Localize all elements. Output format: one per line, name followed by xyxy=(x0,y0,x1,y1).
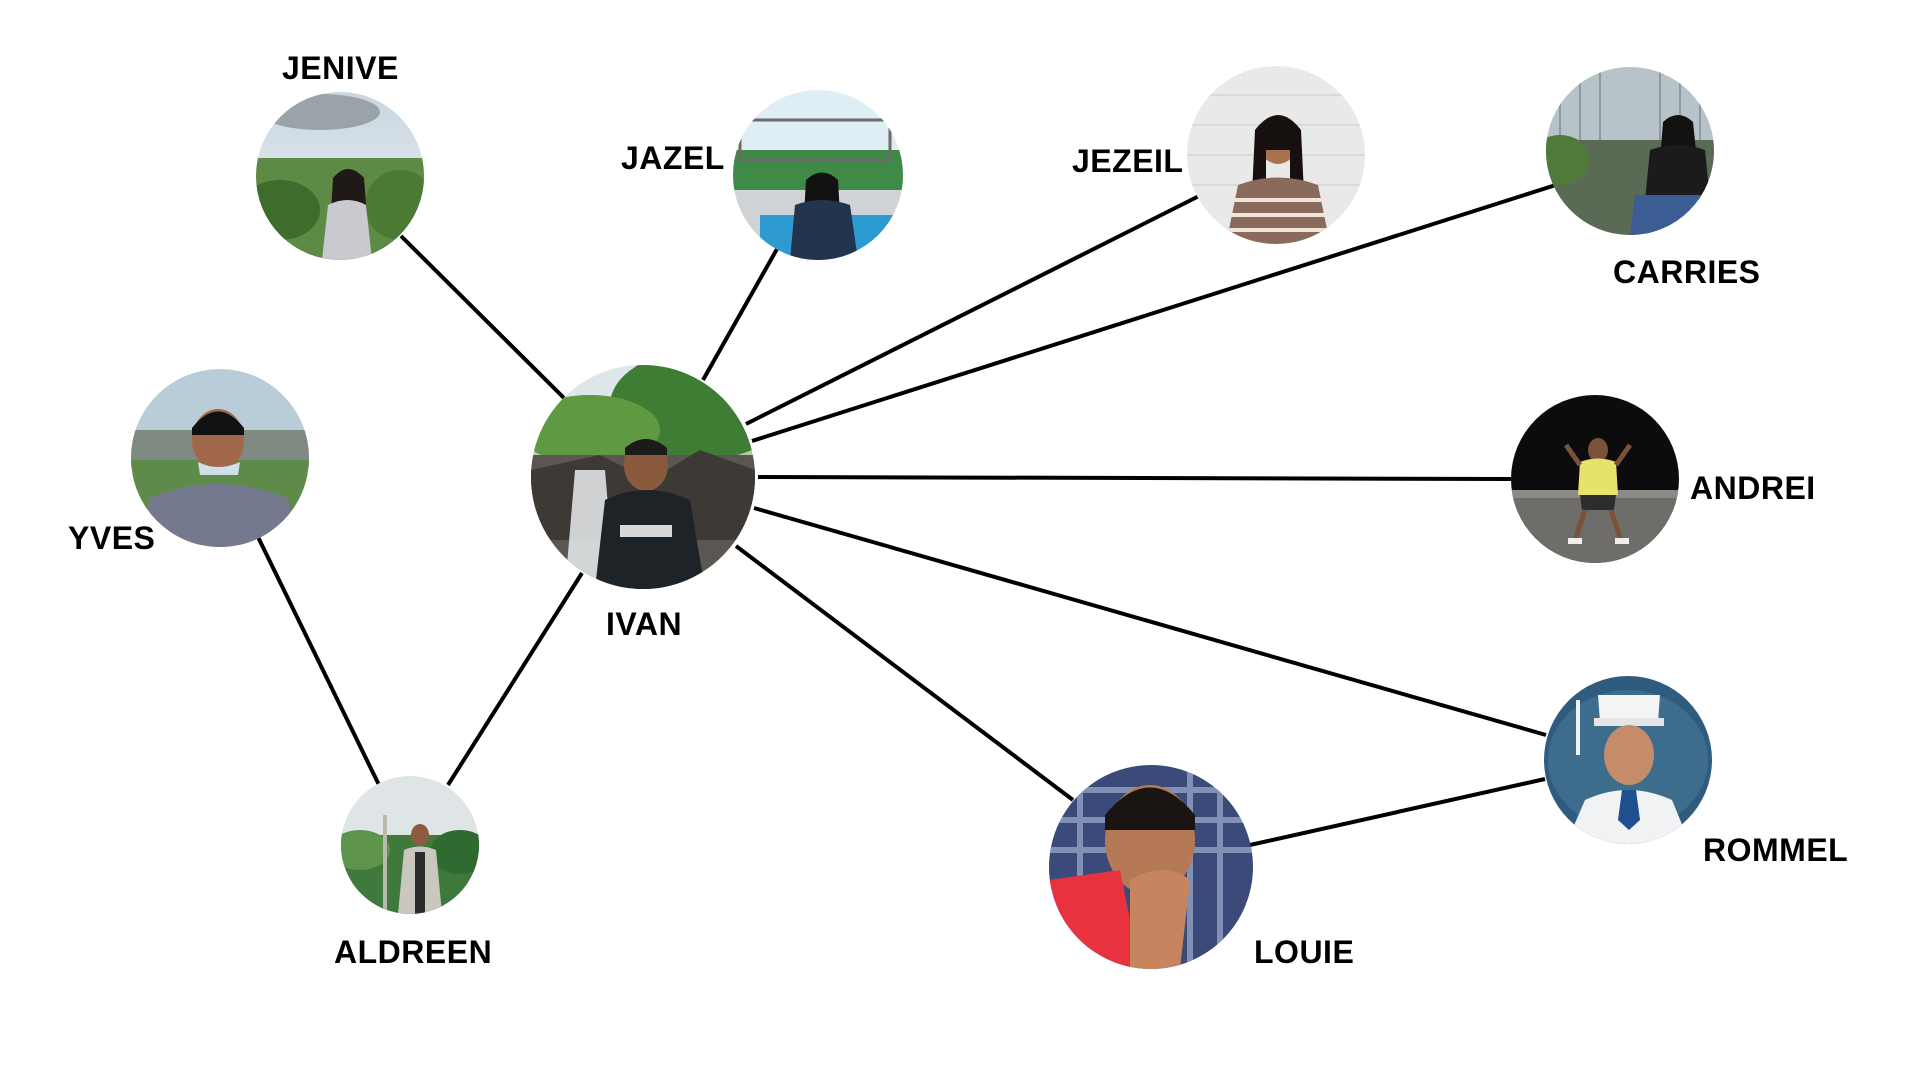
edge-ivan-carries xyxy=(751,174,1585,443)
edge-ivan-louie xyxy=(734,544,1075,802)
node-label-jazel: JAZEL xyxy=(621,140,725,176)
edge-ivan-jenive xyxy=(399,234,566,400)
node-label-yves: YVES xyxy=(68,520,156,556)
node-photo-louie[interactable] xyxy=(1049,765,1253,969)
node-photo-jazel[interactable] xyxy=(733,90,903,260)
edge-ivan-andrei xyxy=(757,475,1512,481)
node-label-ivan: IVAN xyxy=(606,606,683,642)
node-label-carries: CARRIES xyxy=(1613,254,1761,290)
node-label-rommel: ROMMEL xyxy=(1703,832,1849,868)
node-label-jezeil: JEZEIL xyxy=(1072,143,1184,179)
node-photo-ivan[interactable] xyxy=(520,350,790,589)
edge-louie-rommel xyxy=(1249,777,1546,847)
node-photo-yves[interactable] xyxy=(131,369,309,547)
edge-ivan-rommel xyxy=(753,506,1547,737)
node-label-jenive: JENIVE xyxy=(282,50,399,86)
node-photo-jenive[interactable] xyxy=(240,92,435,260)
node-photo-rommel[interactable] xyxy=(1544,676,1712,844)
edge-yves-aldreen xyxy=(256,536,381,786)
node-label-andrei: ANDREI xyxy=(1690,470,1816,506)
edge-ivan-aldreen xyxy=(446,571,584,787)
node-photo-jezeil[interactable] xyxy=(1187,66,1365,244)
node-label-louie: LOUIE xyxy=(1254,934,1355,970)
edges xyxy=(256,174,1585,847)
edge-ivan-jezeil xyxy=(745,194,1200,426)
node-photo-carries[interactable] xyxy=(1530,67,1714,235)
node-photo-andrei[interactable] xyxy=(1511,395,1679,563)
node-photo-aldreen[interactable] xyxy=(330,776,490,914)
node-label-aldreen: ALDREEN xyxy=(334,934,493,970)
edge-ivan-jazel xyxy=(701,248,779,381)
